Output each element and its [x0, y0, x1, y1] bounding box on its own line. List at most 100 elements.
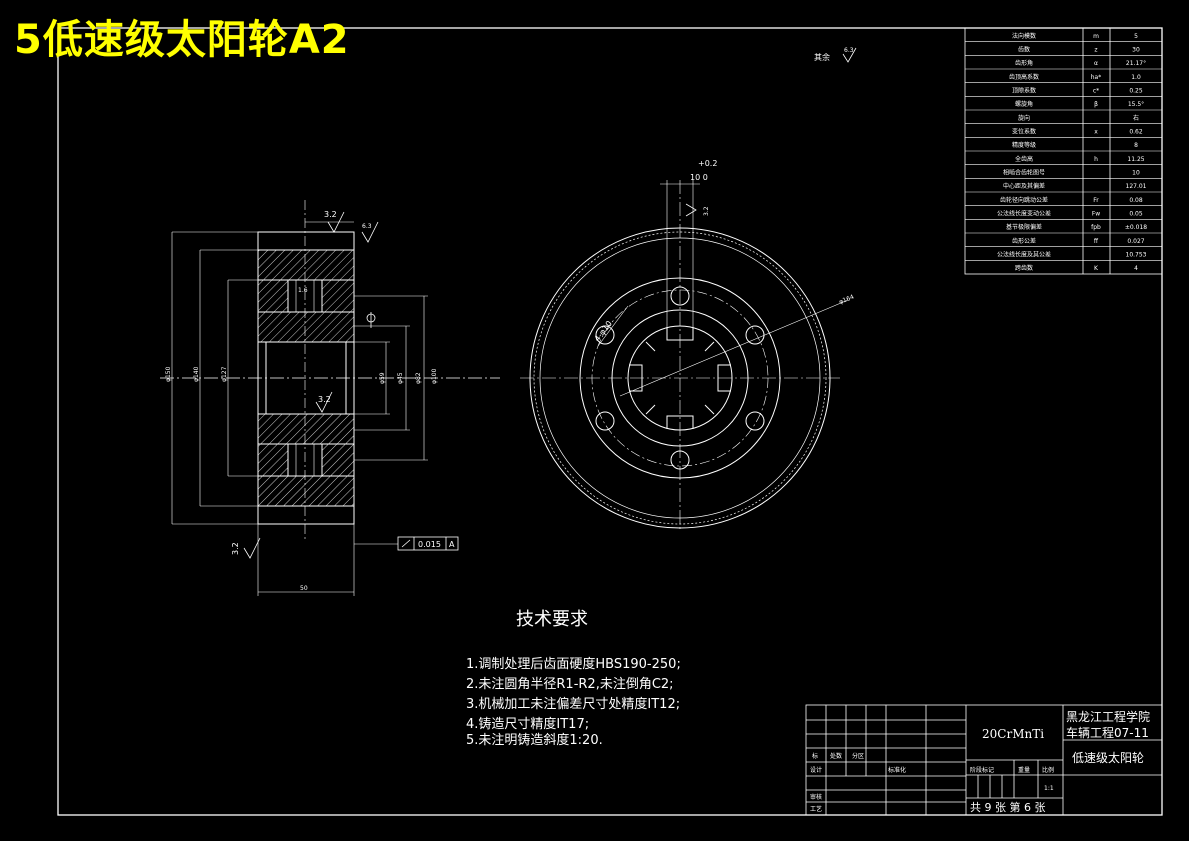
- section-roughness-b: 6.3: [362, 223, 372, 230]
- param-name: 法向模数: [1012, 32, 1036, 40]
- front-roughness-value: 3.2: [703, 206, 710, 216]
- param-symbol: ha*: [1091, 74, 1101, 81]
- param-value: 0.027: [1127, 238, 1144, 245]
- param-value: 0.62: [1129, 129, 1143, 136]
- param-value: ±0.018: [1125, 224, 1147, 231]
- param-symbol: fpb: [1091, 224, 1101, 231]
- tb-class: 车辆工程07-11: [1066, 725, 1149, 740]
- param-value: 8: [1134, 142, 1138, 149]
- tech-item: 4.铸造尺寸精度IT17;: [466, 716, 589, 732]
- param-name: 变位系数: [1012, 128, 1036, 136]
- param-value: 15.5°: [1128, 101, 1144, 108]
- param-name: 公法线长度及其公差: [997, 251, 1051, 259]
- datum-marker: [366, 312, 376, 328]
- param-name: 全齿高: [1015, 155, 1033, 163]
- param-name: 旋向: [1018, 114, 1030, 122]
- tech-item: 3.机械加工未注偏差尺寸处精度IT12;: [466, 696, 680, 712]
- dim-d59: φ59: [379, 372, 386, 384]
- tb-sheet: 共 9 张 第 6 张: [970, 800, 1045, 814]
- tb-label-craft: 工艺: [810, 805, 822, 813]
- param-value: 右: [1133, 114, 1139, 122]
- tb-label-process: 处数: [830, 752, 842, 760]
- param-name: 齿轮径向跳动公差: [1000, 196, 1048, 204]
- tb-school: 黑龙江工程学院: [1066, 709, 1150, 724]
- param-symbol: c*: [1093, 88, 1099, 95]
- param-symbol: z: [1094, 47, 1097, 54]
- param-symbol: ff: [1094, 238, 1099, 245]
- overlay-title: 5低速级太阳轮A2: [14, 17, 350, 63]
- tb-label-standard: 标准化: [888, 766, 906, 774]
- front-tol-plus: +0.2: [698, 159, 717, 168]
- tolerance-frame: [397, 536, 459, 551]
- roughness-note-label: 其余: [814, 52, 830, 62]
- param-symbol: Fr: [1093, 197, 1099, 204]
- param-value: 21.17°: [1126, 60, 1146, 67]
- dim-d140: φ140: [193, 366, 200, 382]
- param-name: 精度等级: [1012, 141, 1036, 149]
- section-small-dim: 1.6: [298, 287, 308, 294]
- param-symbol: K: [1094, 265, 1099, 272]
- param-name: 齿形公差: [1012, 237, 1036, 245]
- param-name: 螺旋角: [1015, 100, 1033, 108]
- param-name: 齿形角: [1015, 59, 1033, 67]
- param-symbol: α: [1094, 60, 1098, 67]
- tb-label-review: 审核: [810, 793, 822, 801]
- tb-part-name: 低速级太阳轮: [1072, 750, 1144, 765]
- param-name: 齿顶高系数: [1009, 73, 1039, 81]
- param-name: 相啮合齿轮图号: [1003, 169, 1045, 177]
- front-roughness-mark: [685, 203, 697, 217]
- param-name: 跨齿数: [1015, 264, 1033, 272]
- param-name: 公法线长度变动公差: [997, 210, 1051, 218]
- param-value: 0.05: [1129, 211, 1143, 218]
- tb-label-design: 设计: [810, 766, 822, 774]
- front-outer-dia: φ164: [838, 294, 855, 306]
- param-value: 127.01: [1126, 183, 1147, 190]
- param-symbol: β: [1094, 101, 1098, 108]
- section-roughness-a: 3.2: [324, 210, 337, 219]
- tech-title: 技术要求: [516, 609, 588, 630]
- tb-label-mark: 标: [812, 752, 818, 760]
- section-view: [160, 200, 500, 596]
- param-name: 齿数: [1018, 46, 1030, 54]
- param-value: 11.25: [1127, 156, 1144, 163]
- dim-d82: φ82: [415, 372, 422, 384]
- param-symbol: h: [1094, 156, 1098, 163]
- tb-scale: 1:1: [1044, 785, 1054, 792]
- param-name: 中心距及其偏差: [1003, 182, 1045, 190]
- front-view: [520, 180, 849, 530]
- tb-label-zone: 分区: [852, 752, 864, 760]
- tolerance-datum: A: [449, 540, 455, 549]
- tech-items: 1.调制处理后齿面硬度HBS190-250; 2.未注圆角半径R1-R2,未注倒…: [466, 656, 681, 748]
- tb-label-stage: 阶段标记: [970, 766, 994, 774]
- tech-item: 1.调制处理后齿面硬度HBS190-250;: [466, 656, 681, 672]
- param-value: 10: [1132, 170, 1140, 177]
- tb-label-ratio: 比例: [1042, 766, 1054, 774]
- dim-d127: φ127: [221, 366, 228, 382]
- tb-material: 20CrMnTi: [982, 727, 1044, 741]
- param-value: 10.753: [1126, 252, 1147, 259]
- param-name: 基节极限偏差: [1006, 223, 1042, 231]
- param-value: 4: [1134, 265, 1138, 272]
- tb-label-weight: 重量: [1018, 766, 1030, 774]
- param-value: 0.25: [1129, 88, 1143, 95]
- param-value: 1.0: [1131, 74, 1141, 81]
- param-symbol: Fw: [1092, 211, 1100, 218]
- tech-item: 5.未注明铸造斜度1:20.: [466, 732, 603, 748]
- title-block: [805, 704, 1163, 816]
- front-hole-dia: 4-φ10: [592, 319, 614, 343]
- drawing-frame: [57, 27, 1163, 816]
- param-symbol: x: [1094, 129, 1098, 136]
- param-value: 30: [1132, 47, 1140, 54]
- dim-d45: φ45: [397, 372, 404, 384]
- tech-item: 2.未注圆角半径R1-R2,未注倒角C2;: [466, 677, 674, 692]
- roughness-note-symbol: [842, 47, 857, 63]
- section-roughness-c: 3.2: [318, 395, 331, 404]
- front-slot-width: 10 0: [690, 173, 708, 182]
- dim-width: 50: [300, 585, 308, 592]
- dim-d150: φ150: [165, 366, 172, 382]
- dim-d100: φ100: [431, 368, 438, 384]
- tolerance-value: 0.015: [418, 540, 441, 549]
- section-roughness-d: 3.2: [231, 542, 240, 555]
- param-value: 0.08: [1129, 197, 1143, 204]
